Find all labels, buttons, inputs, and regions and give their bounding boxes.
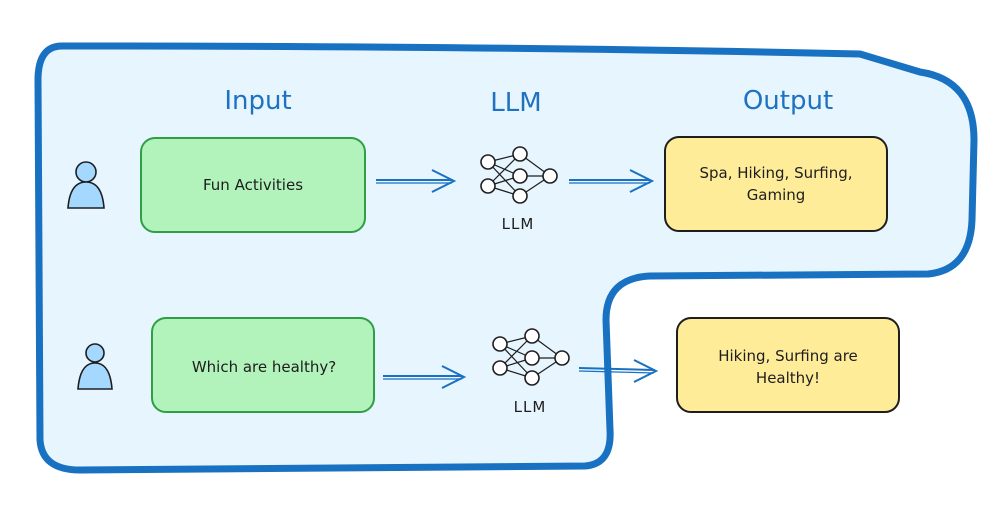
- output-box-row1: Spa, Hiking, Surfing, Gaming: [664, 136, 888, 232]
- neural-network-icon: [480, 146, 558, 204]
- input-box-row1: Fun Activities: [140, 137, 366, 233]
- output-box-row2: Hiking, Surfing are Healthy!: [676, 317, 900, 413]
- input-text-row1: Fun Activities: [203, 176, 303, 194]
- neural-network-icon: [492, 328, 570, 386]
- arrow-llm-to-output-row2: [578, 359, 659, 383]
- input-box-row2: Which are healthy?: [151, 317, 375, 413]
- output-text-row2-line1: Hiking, Surfing are: [718, 347, 858, 365]
- input-text-row2: Which are healthy?: [192, 358, 336, 376]
- llm-heading: LLM: [490, 88, 541, 118]
- output-text-row1-line1: Spa, Hiking, Surfing,: [699, 164, 852, 182]
- output-text-row2-line2: Healthy!: [756, 369, 820, 387]
- output-text-row1-line2: Gaming: [747, 186, 806, 204]
- llm-label-row1: LLM: [502, 215, 535, 233]
- llm-label-row2: LLM: [514, 398, 547, 416]
- arrow-llm-to-output-row1: [569, 169, 655, 193]
- arrow-input-to-llm-row1: [376, 169, 457, 193]
- output-heading: Output: [743, 86, 833, 116]
- input-heading: Input: [224, 86, 291, 116]
- user-icon: [67, 161, 105, 209]
- user-icon: [77, 343, 113, 390]
- arrow-input-to-llm-row2: [383, 365, 467, 389]
